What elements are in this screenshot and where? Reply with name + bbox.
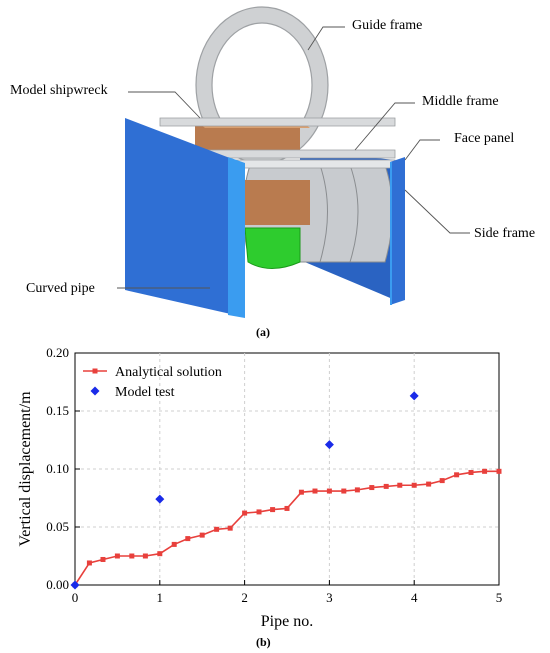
data-point-analytical	[171, 541, 177, 547]
x-axis-label: Pipe no.	[261, 613, 313, 630]
data-point-analytical	[298, 489, 304, 495]
data-point-analytical	[468, 469, 474, 475]
data-point-analytical	[354, 487, 360, 493]
pipe-ring-line	[349, 164, 359, 263]
legend-label: Model test	[115, 385, 175, 400]
side-frame-left	[125, 118, 235, 315]
shipwreck-lower	[245, 180, 310, 225]
y-tick-label: 0.05	[46, 519, 69, 534]
data-point-analytical	[369, 485, 375, 491]
data-point-analytical	[454, 472, 460, 478]
x-tick-label: 4	[411, 590, 418, 605]
data-point-model-test	[324, 440, 334, 450]
chart-series	[70, 391, 502, 590]
data-point-analytical	[199, 532, 205, 538]
caption-b: (b)	[256, 635, 271, 649]
data-point-analytical	[114, 553, 120, 559]
x-tick-label: 5	[496, 590, 503, 605]
x-tick-label: 2	[241, 590, 248, 605]
data-point-analytical	[383, 483, 389, 489]
legend-marker-analytical	[92, 368, 98, 374]
side-frame-right	[390, 157, 405, 305]
data-point-analytical	[270, 507, 276, 513]
data-point-analytical	[129, 553, 135, 559]
data-point-analytical	[439, 478, 445, 484]
label-side-frame: Side frame	[474, 226, 536, 241]
x-tick-label: 1	[157, 590, 164, 605]
x-tick-label: 3	[326, 590, 333, 605]
data-point-analytical	[326, 488, 332, 494]
data-point-analytical	[227, 525, 233, 531]
data-point-analytical	[86, 560, 92, 566]
data-point-analytical	[284, 505, 290, 511]
label-guide-frame: Guide frame	[352, 18, 423, 33]
y-axis-label: Vertical displacement/m	[17, 391, 34, 547]
y-tick-label: 0.15	[46, 403, 69, 418]
figure-a-illustration	[117, 6, 470, 318]
leader-lines	[117, 26, 470, 289]
data-point-analytical	[157, 551, 163, 557]
x-tick-label: 0	[72, 590, 79, 605]
data-point-analytical	[426, 481, 432, 487]
data-point-analytical	[100, 556, 106, 562]
data-point-analytical	[496, 468, 502, 474]
chart-ticks: 0 1 2 3 4 5 0.00 0.05 0.10 0.15 0.20	[46, 345, 502, 605]
face-panel-right	[390, 162, 392, 305]
legend-label: Analytical solution	[115, 365, 222, 380]
data-point-analytical	[185, 536, 191, 542]
label-curved-pipe: Curved pipe	[26, 281, 95, 296]
data-point-analytical	[142, 553, 148, 559]
face-panel-left	[228, 157, 245, 318]
data-point-analytical	[397, 482, 403, 488]
pipe-ring-line	[319, 164, 328, 263]
leader-model-shipwreck	[128, 91, 201, 119]
caption-a: (a)	[256, 325, 270, 339]
leader-face-panel	[404, 139, 440, 161]
data-point-analytical	[242, 510, 248, 516]
data-point-analytical	[341, 488, 347, 494]
data-point-analytical	[214, 526, 220, 532]
data-point-analytical	[312, 488, 318, 494]
y-tick-label: 0.10	[46, 461, 69, 476]
y-tick-label: 0.20	[46, 345, 69, 360]
label-face-panel: Face panel	[454, 131, 515, 146]
y-tick-label: 0.00	[46, 577, 69, 592]
green-pipe-bottom	[244, 227, 301, 269]
data-point-analytical	[482, 468, 488, 474]
legend-marker-model-test	[90, 386, 100, 396]
leader-middle-frame	[354, 102, 415, 151]
label-model-shipwreck: Model shipwreck	[10, 83, 108, 98]
label-middle-frame: Middle frame	[422, 94, 499, 109]
data-point-analytical	[256, 509, 262, 515]
series-line-analytical	[74, 470, 499, 586]
middle-frame-shape	[159, 117, 396, 127]
data-point-analytical	[411, 482, 417, 488]
data-point-model-test	[70, 580, 80, 590]
data-point-model-test	[155, 494, 165, 504]
leader-guide-frame	[307, 26, 345, 51]
leader-side-frame	[404, 189, 470, 234]
data-point-model-test	[409, 391, 419, 401]
